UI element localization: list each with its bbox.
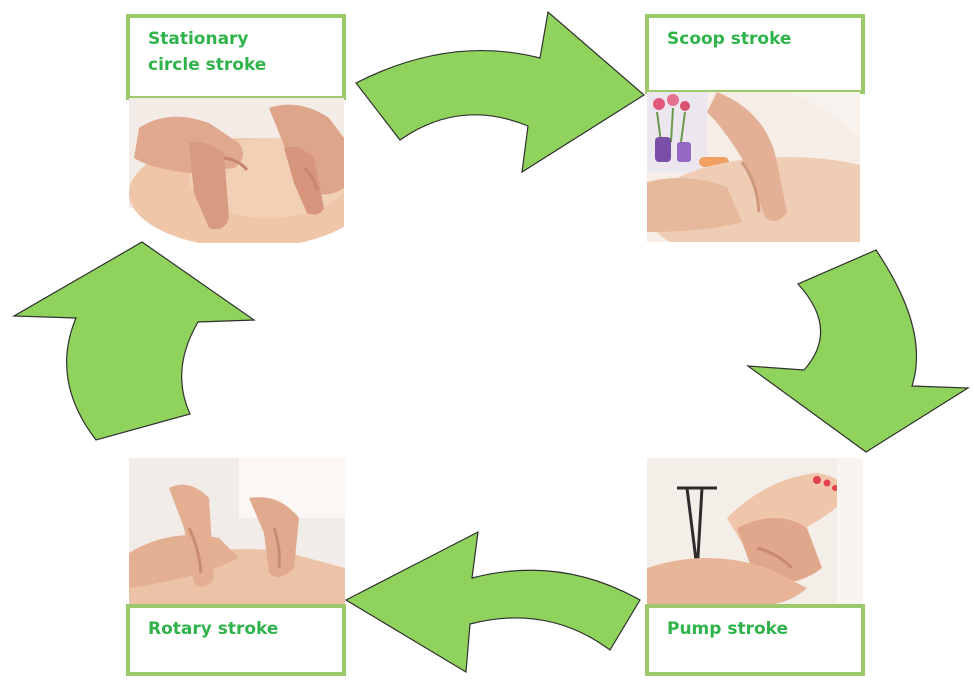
curved-arrow-icon — [356, 12, 644, 172]
curved-arrow-icon — [748, 250, 968, 452]
curved-arrow-icon — [14, 242, 254, 440]
curved-arrow-icon — [346, 532, 640, 672]
